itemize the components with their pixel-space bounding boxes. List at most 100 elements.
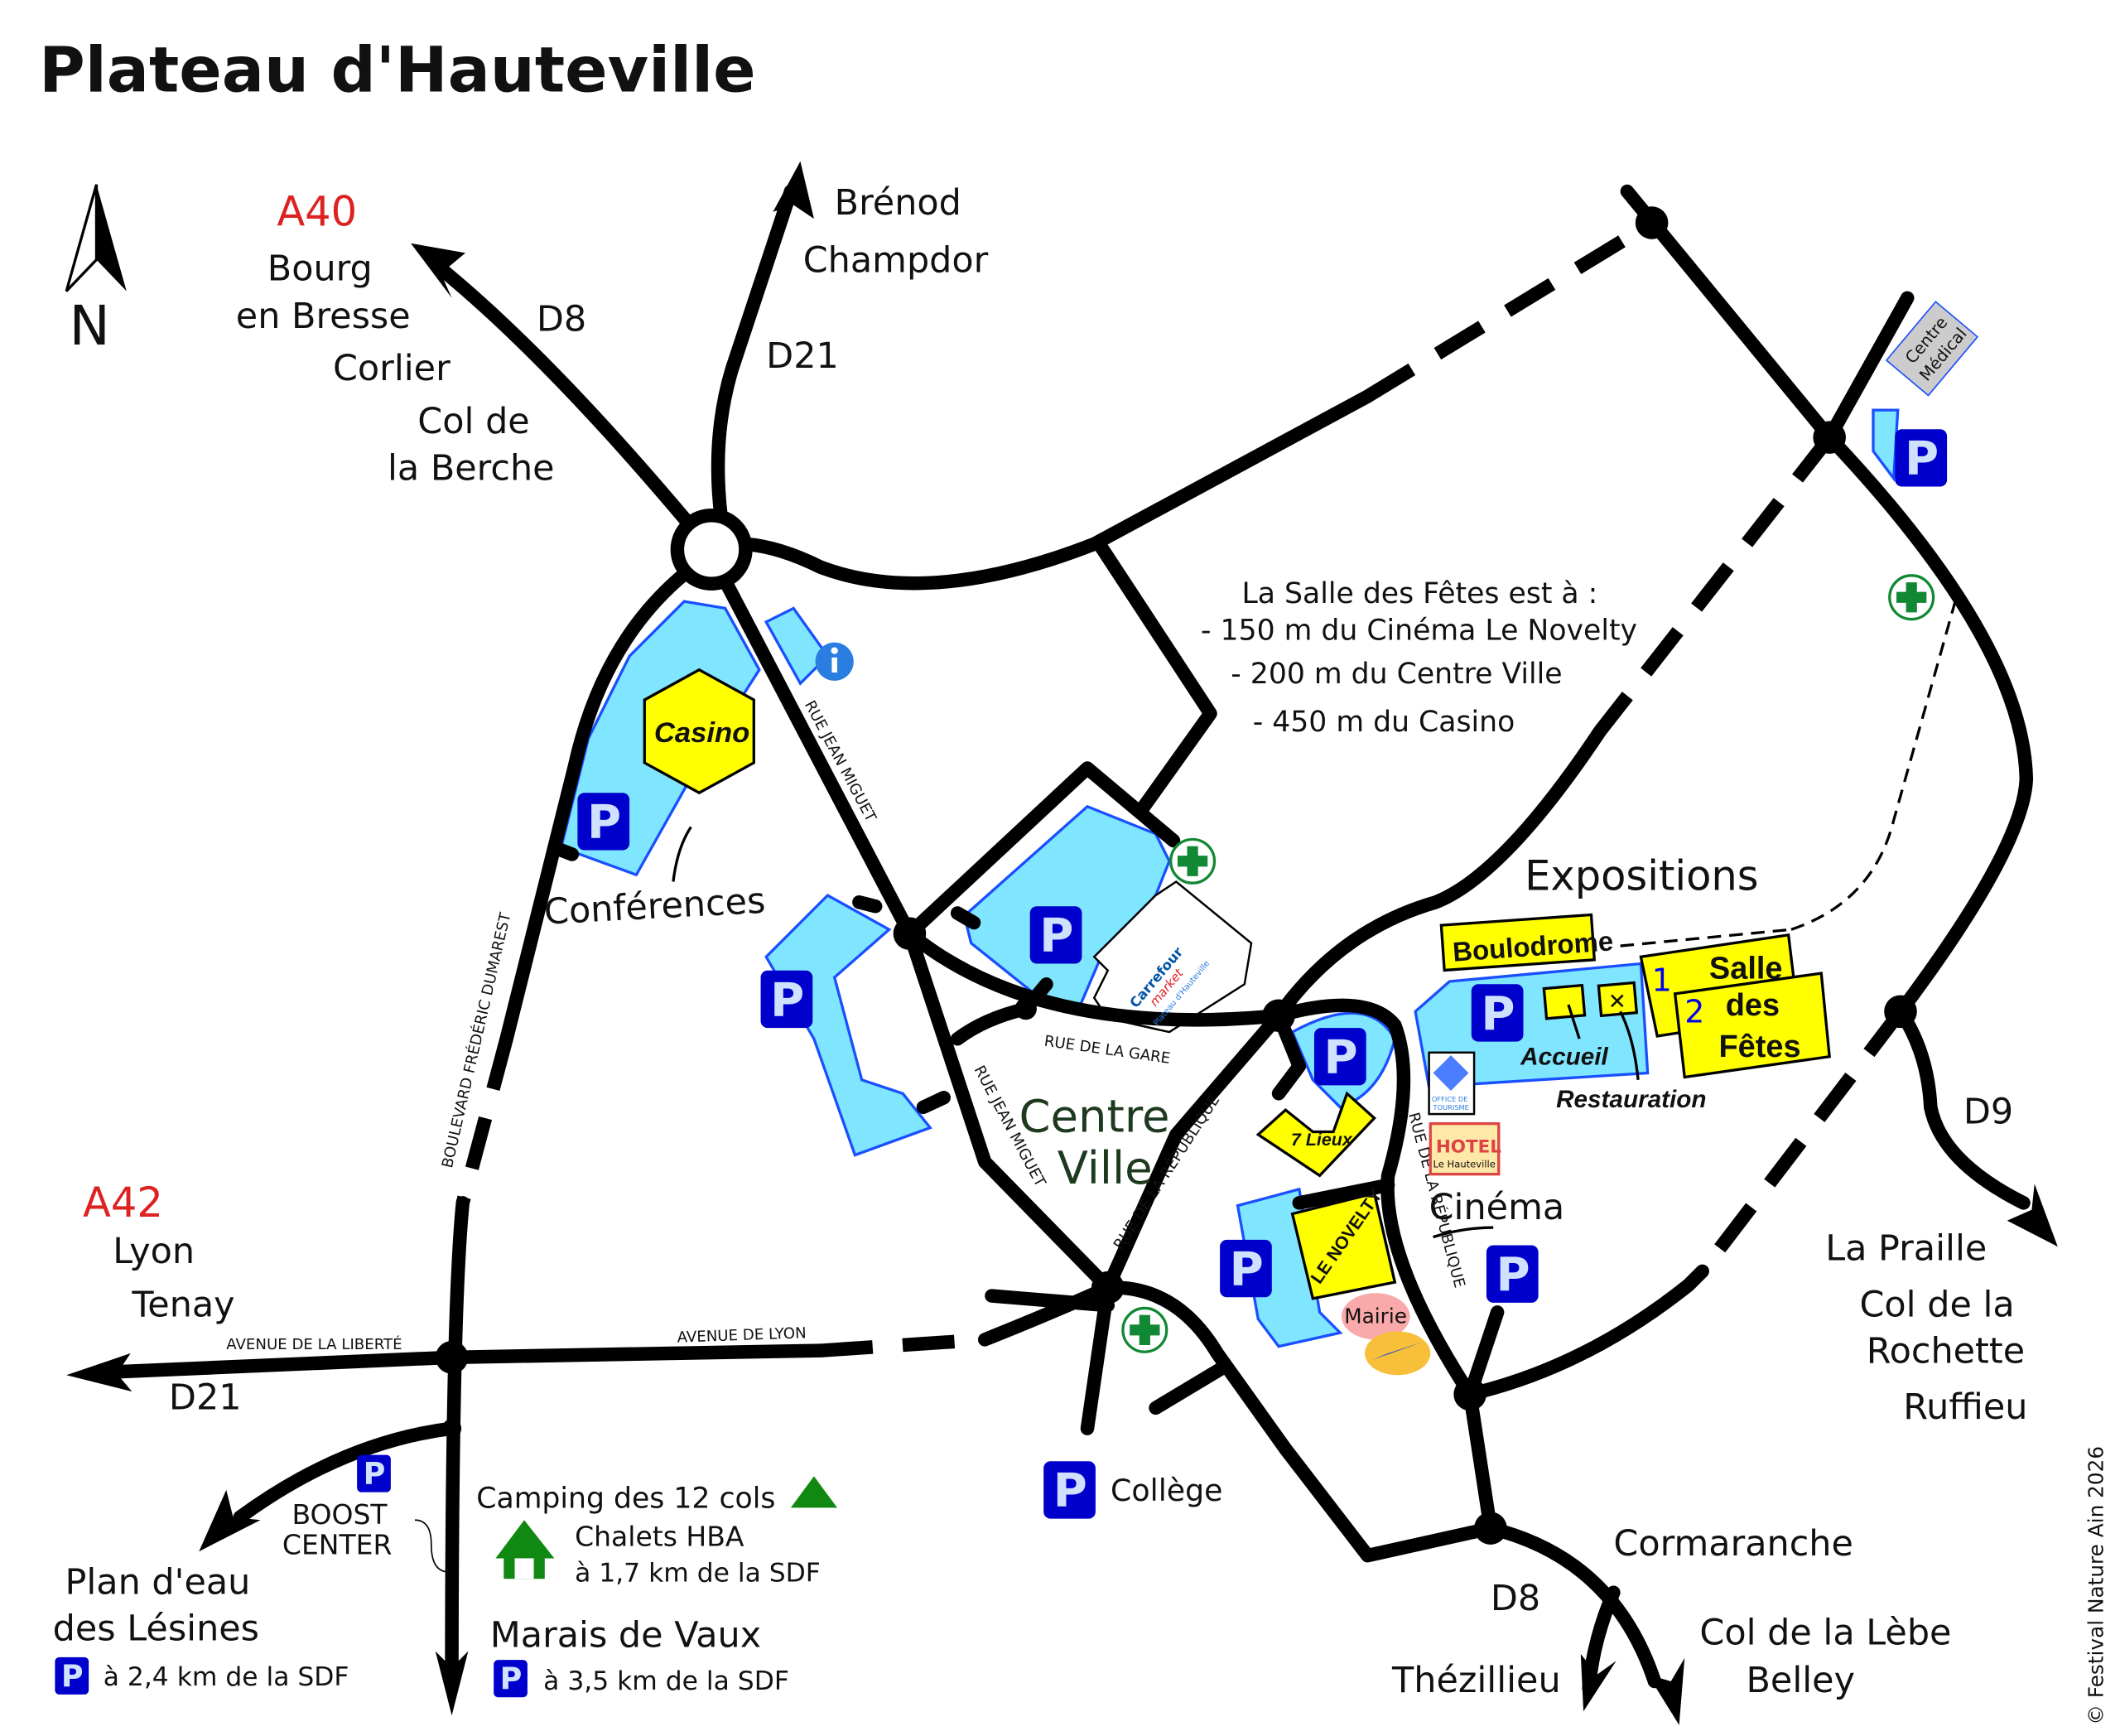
centre-ville-label-2: Ville bbox=[1058, 1141, 1153, 1194]
salle-label: Salle bbox=[1709, 952, 1783, 986]
hotel-label: HOTEL bbox=[1436, 1136, 1501, 1157]
accueil-label: Accueil bbox=[1520, 1044, 1608, 1071]
hotel-name: Le Hauteville bbox=[1433, 1158, 1496, 1169]
north-arrow-icon bbox=[65, 184, 127, 292]
hall-2-label: 2 bbox=[1684, 993, 1704, 1030]
parking-icon: P bbox=[494, 1660, 528, 1698]
a42-label: A42 bbox=[83, 1179, 163, 1227]
parking-icon: P bbox=[1220, 1239, 1272, 1298]
7-lieux-label: 7 Lieux bbox=[1291, 1130, 1353, 1150]
pharmacy-icon bbox=[1888, 574, 1935, 621]
carrefour-building bbox=[1092, 880, 1253, 1034]
parking-area-novelty bbox=[1236, 1187, 1343, 1348]
page-title: Plateau d'Hauteville bbox=[39, 34, 755, 107]
copyright: © Festival Nature Ain 2026 bbox=[2084, 1446, 2108, 1725]
des-label: des bbox=[1726, 988, 1780, 1023]
info-heading: La Salle des Fêtes est à : bbox=[1242, 577, 1598, 610]
parking-icon: P bbox=[760, 970, 813, 1029]
parking-icon: P bbox=[1486, 1245, 1539, 1303]
street-av-lyon: AVENUE DE LYON bbox=[677, 1324, 807, 1346]
dest-ruffieu: Ruffieu bbox=[1903, 1386, 2027, 1428]
parking-icon: P bbox=[1043, 1461, 1096, 1519]
chalets-label: Chalets HBA bbox=[575, 1521, 744, 1553]
dest-col: Col de bbox=[417, 401, 529, 442]
casino-label: Casino bbox=[654, 717, 749, 749]
dest-rochette2: Rochette bbox=[1867, 1330, 2025, 1372]
dest-lyon: Lyon bbox=[113, 1231, 195, 1272]
a40-label: A40 bbox=[277, 187, 357, 235]
dest-plan-deau: Plan d'eau bbox=[65, 1561, 251, 1603]
svg-text:P: P bbox=[1230, 1242, 1264, 1296]
pharmacy-icon bbox=[1169, 837, 1217, 885]
arrow-cinema bbox=[1433, 1226, 1494, 1239]
tent-icon bbox=[790, 1476, 837, 1508]
fork-knife-icon: ✕ bbox=[1608, 989, 1626, 1015]
marais-distance: à 3,5 km de la SDF bbox=[543, 1666, 789, 1696]
compass-label: N bbox=[69, 294, 109, 358]
chalet-icon bbox=[495, 1520, 555, 1579]
info-icon bbox=[815, 642, 854, 681]
arrow-accueil bbox=[1567, 1004, 1640, 1080]
road-d8-south: D8 bbox=[1491, 1578, 1540, 1619]
dest-col2: la Berche bbox=[388, 447, 555, 489]
svg-text:OFFICE DE: OFFICE DE bbox=[1432, 1095, 1468, 1103]
svg-text:P: P bbox=[500, 1661, 523, 1697]
parking-icon: P bbox=[357, 1454, 391, 1492]
info-line: - 200 m du Centre Ville bbox=[1231, 658, 1562, 691]
parking-area-west bbox=[764, 893, 932, 1157]
cinema-label: Cinéma bbox=[1429, 1187, 1565, 1228]
street-gare: RUE DE LA GARE bbox=[1043, 1033, 1171, 1068]
dest-belley: Belley bbox=[1746, 1660, 1854, 1701]
road-d8-north: D8 bbox=[537, 298, 586, 340]
hotel-sign bbox=[1429, 1121, 1501, 1176]
dest-marais: Marais de Vaux bbox=[490, 1615, 761, 1656]
arrow-conferences bbox=[672, 826, 692, 882]
parking-icon: P bbox=[1895, 429, 1948, 487]
dest-champdor: Champdor bbox=[803, 239, 989, 281]
svg-text:P: P bbox=[1324, 1031, 1358, 1085]
svg-text:P: P bbox=[364, 1456, 386, 1492]
pharmacy-icon bbox=[1121, 1306, 1168, 1353]
parking-icon: P bbox=[1029, 906, 1082, 964]
dest-praille: La Praille bbox=[1825, 1228, 1987, 1270]
parking-icon: P bbox=[55, 1656, 89, 1695]
dest-bourg: Bourg bbox=[267, 248, 373, 289]
restauration-label: Restauration bbox=[1556, 1086, 1706, 1113]
dest-cormaranche: Cormaranche bbox=[1613, 1523, 1853, 1565]
boulodrome-building bbox=[1439, 913, 1597, 972]
svg-text:P: P bbox=[1905, 432, 1939, 486]
dest-lebe: Col de la Lèbe bbox=[1699, 1612, 1951, 1653]
accueil-building bbox=[1542, 983, 1587, 1020]
road-d21-west: D21 bbox=[169, 1377, 242, 1419]
college-label: Collège bbox=[1111, 1473, 1222, 1508]
camping-label: Camping des 12 cols bbox=[476, 1482, 775, 1515]
boost-bracket bbox=[414, 1519, 450, 1573]
dest-lesines: des Lésines bbox=[53, 1608, 259, 1649]
svg-text:P: P bbox=[1496, 1248, 1530, 1302]
info-line: - 450 m du Casino bbox=[1253, 706, 1515, 739]
street-av-liberte: AVENUE DE LA LIBERTÉ bbox=[226, 1335, 402, 1353]
dest-thezillieu: Thézillieu bbox=[1391, 1660, 1561, 1701]
centre-ville-label: Centre bbox=[1019, 1090, 1169, 1143]
mairie-marker bbox=[1341, 1293, 1410, 1340]
novelty-building bbox=[1290, 1191, 1397, 1300]
parking-icon: P bbox=[577, 793, 630, 851]
dest-brenod: Brénod bbox=[835, 182, 961, 224]
dest-rochette: Col de la bbox=[1859, 1284, 2014, 1325]
conferences-label: Conférences bbox=[543, 880, 767, 933]
salle-des-fetes bbox=[1639, 933, 1831, 1079]
road-network bbox=[66, 161, 2058, 1725]
dest-tenay: Tenay bbox=[131, 1284, 234, 1325]
boost-label-2: CENTER bbox=[282, 1528, 393, 1560]
svg-text:P: P bbox=[1053, 1464, 1087, 1518]
parking-icon: P bbox=[1471, 984, 1524, 1042]
svg-text:P: P bbox=[770, 973, 804, 1027]
road-d9: D9 bbox=[1963, 1092, 2013, 1133]
dest-corlier: Corlier bbox=[333, 348, 450, 389]
chalets-distance: à 1,7 km de la SDF bbox=[575, 1559, 821, 1589]
parking-icon: P bbox=[1313, 1028, 1366, 1086]
parking-area-medical bbox=[1872, 408, 1900, 483]
svg-text:TOURISME: TOURISME bbox=[1433, 1103, 1469, 1112]
casino-building bbox=[643, 668, 755, 795]
